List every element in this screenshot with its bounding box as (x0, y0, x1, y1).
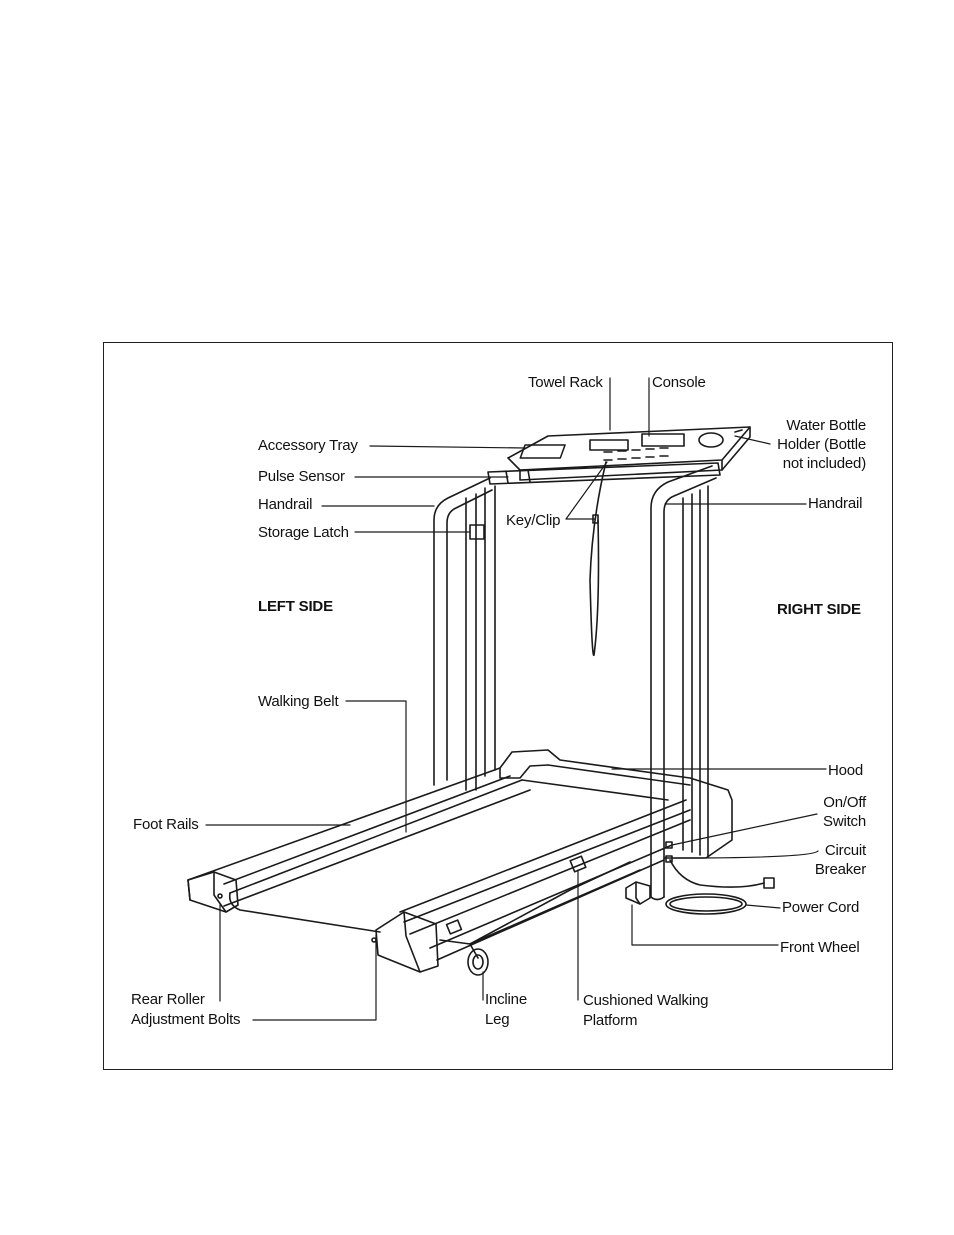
label-rear-roller-1: Rear Roller (131, 991, 205, 1008)
rear-end-caps (187, 871, 439, 973)
label-accessory-tray: Accessory Tray (258, 437, 358, 454)
label-incline-1: Incline (485, 991, 527, 1008)
label-walking-belt: Walking Belt (258, 693, 339, 710)
label-water-bottle-2: Holder (Bottle (777, 436, 866, 453)
label-right-side: RIGHT SIDE (777, 601, 861, 618)
leader-lines (205, 377, 827, 1021)
label-circuit-2: Breaker (814, 861, 866, 878)
walking-deck (187, 767, 691, 961)
label-front-wheel: Front Wheel (780, 939, 860, 956)
key-clip-cord (589, 461, 607, 656)
label-handrail-left: Handrail (258, 496, 313, 513)
label-incline-2: Leg (485, 1011, 510, 1028)
label-rear-roller-2: Adjustment Bolts (131, 1011, 241, 1028)
incline-leg (467, 943, 489, 976)
power-cord-illustration (665, 859, 775, 915)
label-power-cord: Power Cord (782, 899, 860, 916)
label-storage-latch: Storage Latch (258, 524, 349, 541)
label-cushioned-2: Platform (583, 1012, 638, 1029)
label-pulse-sensor: Pulse Sensor (258, 468, 345, 485)
label-cushioned-1: Cushioned Walking (583, 992, 709, 1009)
label-onoff-2: Switch (823, 813, 866, 830)
hood-illustration (499, 749, 733, 859)
label-console: Console (652, 374, 706, 391)
label-left-side: LEFT SIDE (258, 598, 333, 615)
label-water-bottle-1: Water Bottle (786, 417, 866, 434)
label-circuit-1: Circuit (824, 842, 866, 859)
label-water-bottle-3: not included) (782, 455, 866, 472)
label-onoff-1: On/Off (823, 794, 866, 811)
front-wheel-illustration (625, 881, 651, 905)
label-key-clip: Key/Clip (506, 512, 561, 529)
label-handrail-right: Handrail (808, 495, 863, 512)
label-foot-rails: Foot Rails (133, 816, 199, 833)
circuit-breaker-illustration (665, 855, 673, 863)
label-towel-rack: Towel Rack (528, 374, 603, 391)
label-hood: Hood (828, 762, 864, 779)
diagram-frame (103, 342, 893, 1070)
left-upright (433, 477, 496, 791)
right-upright (650, 465, 717, 901)
console-illustration (507, 426, 751, 481)
